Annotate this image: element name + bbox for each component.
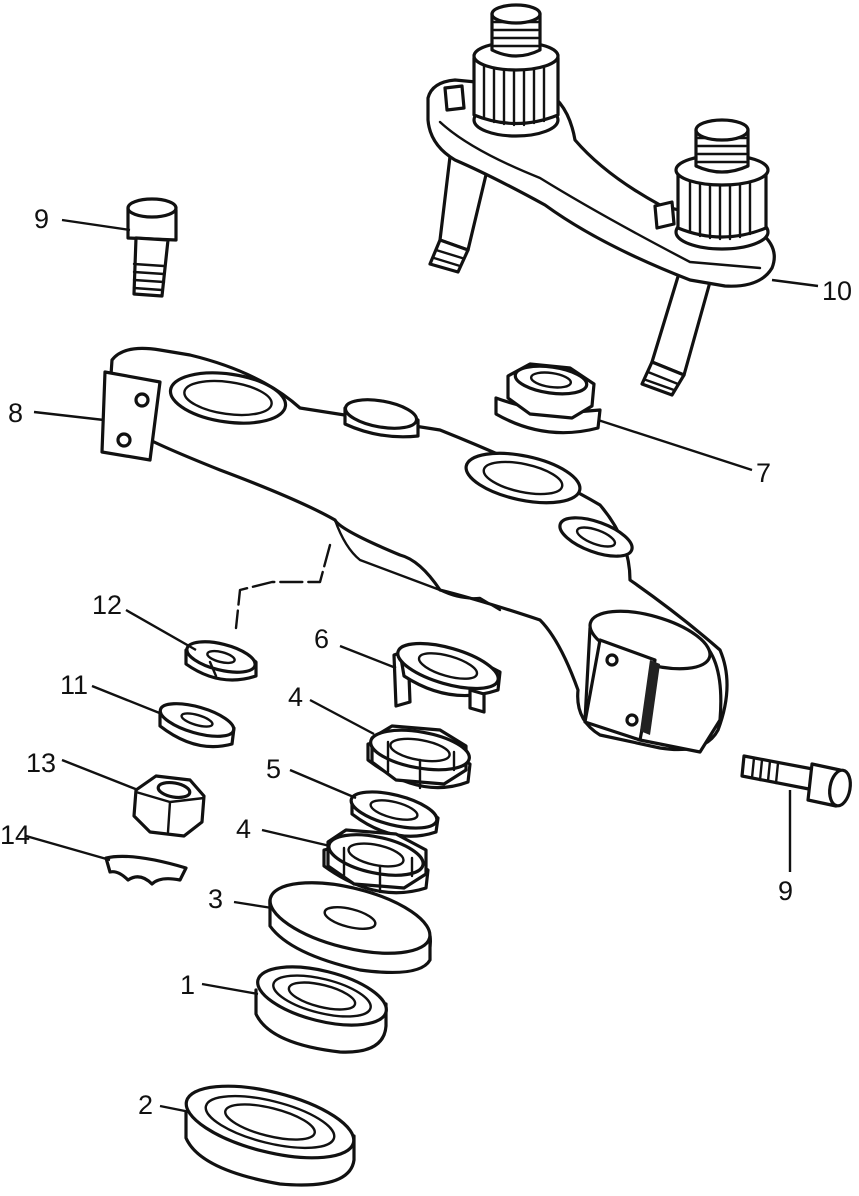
callout-8: 8: [8, 398, 23, 428]
callout-4-lower: 4: [236, 814, 251, 844]
callout-11: 11: [60, 670, 88, 700]
part-4-ring-nut-lower: [322, 828, 430, 895]
part-8-lower-bracket: [100, 346, 729, 754]
callout-9-right: 9: [778, 876, 793, 906]
part-9-bolt-upper: [126, 197, 178, 298]
part-3-dust-seal: [268, 881, 432, 975]
part-9-bolt-right: [740, 754, 852, 808]
part-2-bearing-lower: [184, 1084, 356, 1187]
part-14-cotter-pin: [104, 854, 188, 886]
part-11-flat-washer: [158, 702, 236, 749]
callout-9-upper: 9: [34, 204, 49, 234]
callout-7: 7: [756, 458, 771, 488]
leader-lines: [25, 218, 819, 1114]
part-1-bearing-upper: [254, 965, 388, 1054]
callout-3: 3: [208, 884, 223, 914]
callout-1: 1: [180, 970, 195, 1000]
part-4-ring-nut-upper: [366, 724, 472, 790]
callout-2: 2: [138, 1090, 153, 1120]
part-7-hex-nut: [494, 362, 602, 435]
part-5-washer: [349, 790, 440, 838]
callout-14: 14: [0, 820, 30, 850]
part-6-tab-washer: [392, 641, 502, 714]
part-10-upper-bracket: [426, 3, 776, 397]
callout-labels: 9 10 8 7 12 6 11 4 13 5 4 14 3 1 2 9: [0, 204, 852, 1120]
part-13-hex-nut: [132, 774, 206, 838]
callout-12: 12: [92, 590, 122, 620]
callout-5: 5: [266, 754, 281, 784]
callout-10: 10: [822, 276, 852, 306]
callout-13: 13: [26, 748, 56, 778]
callout-4-upper: 4: [288, 682, 303, 712]
part-12-lock-washer: [184, 640, 258, 682]
callout-6: 6: [314, 624, 329, 654]
